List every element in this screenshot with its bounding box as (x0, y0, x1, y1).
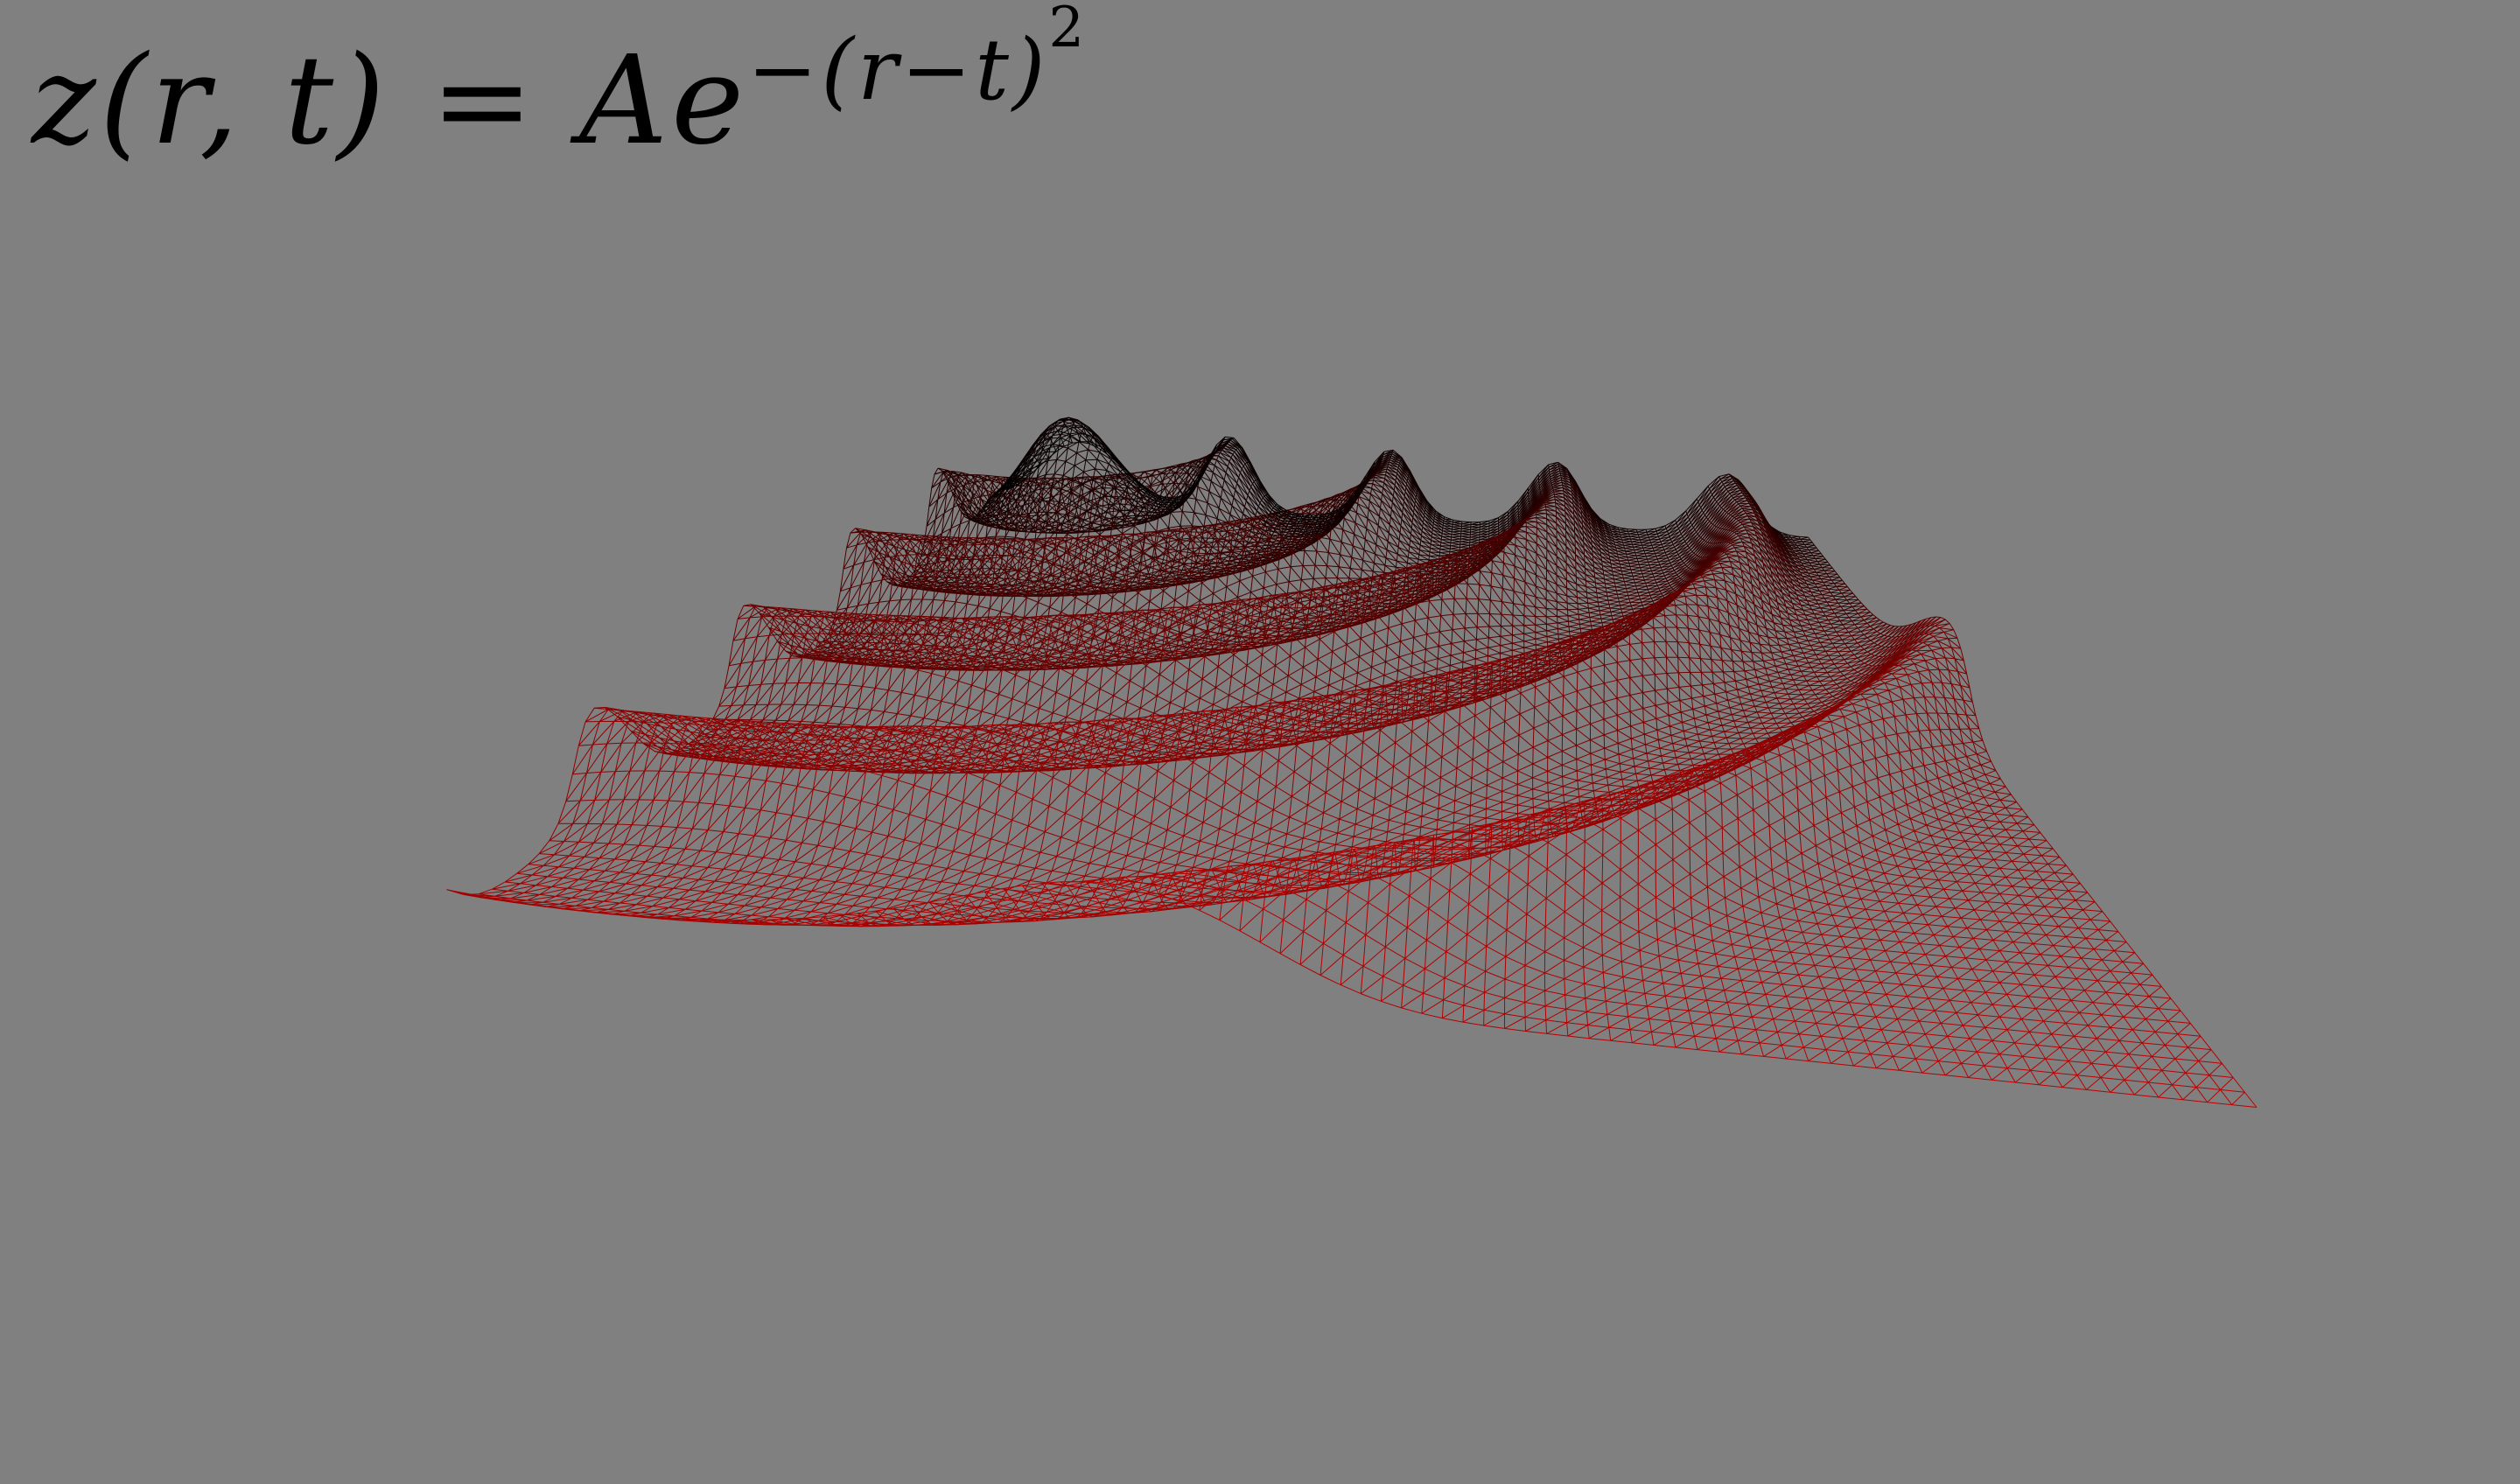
mesh-lines-136 (478, 786, 2104, 914)
mesh-lines-163 (1922, 1065, 2234, 1086)
mesh-lines-121 (565, 717, 2048, 841)
mesh-lines-134 (492, 779, 2096, 903)
mesh-lines-167 (2207, 1102, 2258, 1108)
mesh-lines-190 (999, 445, 1065, 491)
mesh-lines-119 (585, 709, 2041, 833)
mesh-lines-161 (1763, 1051, 2222, 1071)
mesh-lines-170 (964, 447, 1698, 536)
mesh-lines-156 (1158, 893, 2191, 1035)
mesh-lines-109 (644, 677, 2006, 793)
mesh-lines-85 (737, 604, 1950, 714)
equation-equals: = (388, 30, 580, 172)
mesh-lines-191 (1003, 458, 1049, 490)
mesh-lines-157 (1483, 1022, 2202, 1041)
mesh-lines-103 (654, 661, 1992, 771)
mesh-lines-159 (1546, 1029, 2202, 1048)
mesh-lines-25 (909, 481, 1841, 578)
mesh-lines-187 (997, 432, 1200, 501)
mesh-lines-155 (1079, 877, 2191, 1028)
mesh-lines-111 (617, 684, 2012, 800)
mesh-lines-153 (1003, 864, 2181, 1013)
mesh-lines-144 (632, 818, 2136, 957)
mesh-lines-169 (767, 582, 1915, 686)
equation-lhs: z(r, t) (32, 30, 388, 172)
mesh-lines-139 (446, 798, 2110, 929)
mesh-lines-162 (1830, 1058, 2234, 1078)
mesh-lines-129 (516, 755, 2074, 878)
mesh-lines-149 (858, 844, 2162, 987)
equation-exponent: −(r−t) (747, 21, 1049, 119)
mesh-lines-128 (528, 755, 2067, 873)
mesh-lines-160 (1697, 1042, 2222, 1064)
mesh-lines-151 (929, 858, 2172, 1001)
mesh-lines-184 (990, 424, 1339, 518)
mesh-lines-26 (909, 490, 1840, 580)
mesh-lines-150 (892, 851, 2162, 995)
equation-title: z(r, t) = Ae−(r−t)2 (32, 0, 1088, 175)
mesh-lines-126 (539, 743, 2060, 864)
mesh-lines-124 (549, 726, 2054, 855)
mesh-lines-148 (822, 838, 2152, 982)
mesh-lines-145 (734, 831, 2144, 970)
mesh-lines-123 (557, 724, 2054, 850)
mesh-lines-166 (2134, 1089, 2258, 1108)
mesh-lines-189 (999, 442, 1184, 499)
mesh-lines-165 (2062, 1080, 2245, 1102)
equation-base: Ae (579, 30, 748, 172)
mesh-lines-146 (682, 824, 2136, 962)
mesh-lines-116 (594, 702, 2029, 819)
mesh-lines-158 (1632, 1035, 2212, 1055)
mesh-lines-164 (1992, 1072, 2245, 1093)
equation-power: 2 (1048, 0, 1088, 60)
mesh-lines-154 (1040, 872, 2181, 1020)
